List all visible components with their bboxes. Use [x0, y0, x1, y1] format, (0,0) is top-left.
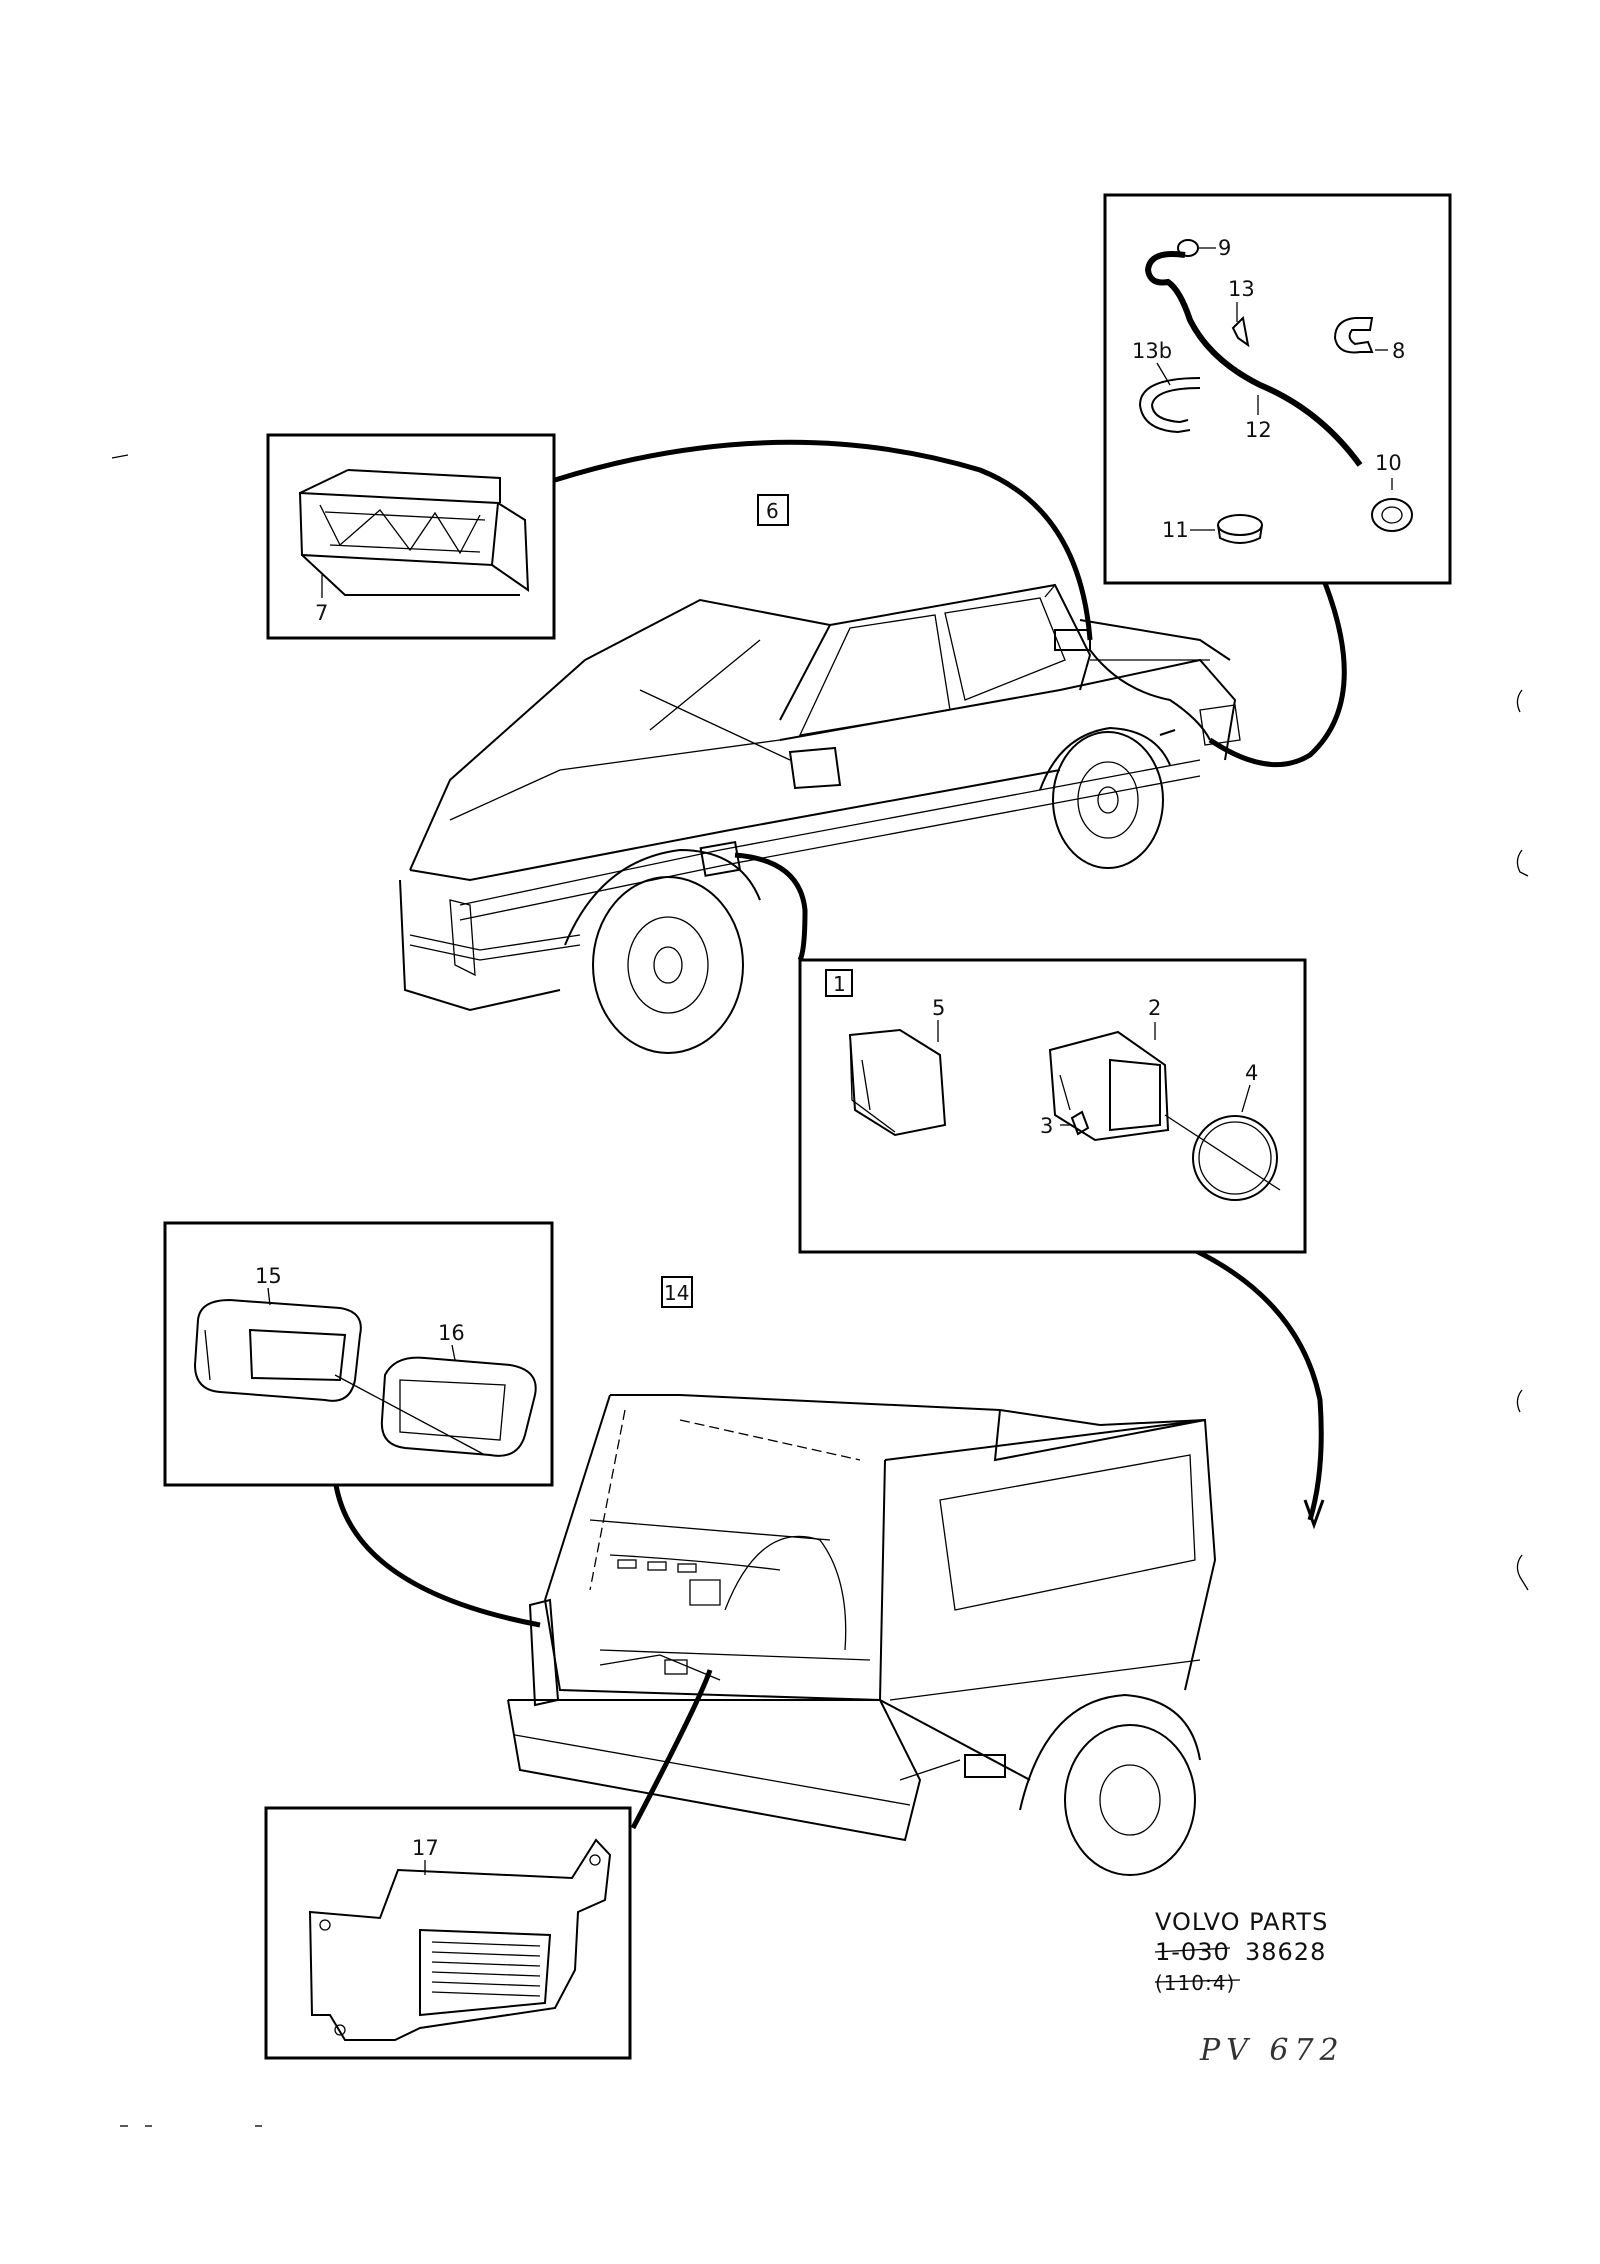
callout-8: 8 — [1392, 339, 1405, 363]
detail-box-cable-kit: 9 13 8 13b 12 10 11 — [1103, 193, 1452, 585]
callout-9: 9 — [1218, 236, 1231, 260]
connector-lines — [333, 439, 1347, 1830]
callout-13b: 13b — [1132, 339, 1172, 363]
estate-illustration — [507, 1394, 1217, 1876]
detail-box-17: 17 — [264, 1806, 632, 2060]
scan-marks — [111, 454, 1529, 2127]
callout-3: 3 — [1040, 1114, 1053, 1138]
callout-1: 1 — [833, 972, 846, 996]
code-sub-struck: (110:4) — [1155, 1971, 1235, 1995]
callout-14: 14 — [664, 1281, 689, 1305]
parts-reference: VOLVO PARTS 1-030 38628 (110:4) PV 672 — [1154, 1908, 1345, 2068]
detail-box-7: 7 — [266, 433, 556, 640]
callout-7: 7 — [315, 601, 328, 625]
callout-17: 17 — [412, 1836, 439, 1860]
callout-16: 16 — [438, 1321, 465, 1345]
callout-13: 13 — [1228, 277, 1255, 301]
detail-box-1: 1 5 2 3 4 — [798, 958, 1307, 1254]
sedan-illustration — [399, 583, 1241, 1054]
callout-6: 6 — [766, 499, 779, 523]
code-number: 38628 — [1245, 1938, 1326, 1966]
callout-4: 4 — [1245, 1061, 1258, 1085]
callout-12: 12 — [1245, 418, 1272, 442]
callout-5: 5 — [932, 996, 945, 1020]
code-struck: 1-030 — [1155, 1938, 1230, 1966]
callout-11: 11 — [1162, 518, 1189, 542]
brand-label: VOLVO PARTS — [1155, 1908, 1328, 1936]
callout-box-6: 6 — [757, 494, 789, 526]
detail-box-15-16: 15 16 — [163, 1221, 554, 1487]
callout-box-14: 14 — [661, 1276, 693, 1308]
handwritten-note: PV 672 — [1199, 2033, 1345, 2068]
callout-10: 10 — [1375, 451, 1402, 475]
callout-15: 15 — [255, 1264, 282, 1288]
callout-2: 2 — [1148, 996, 1161, 1020]
